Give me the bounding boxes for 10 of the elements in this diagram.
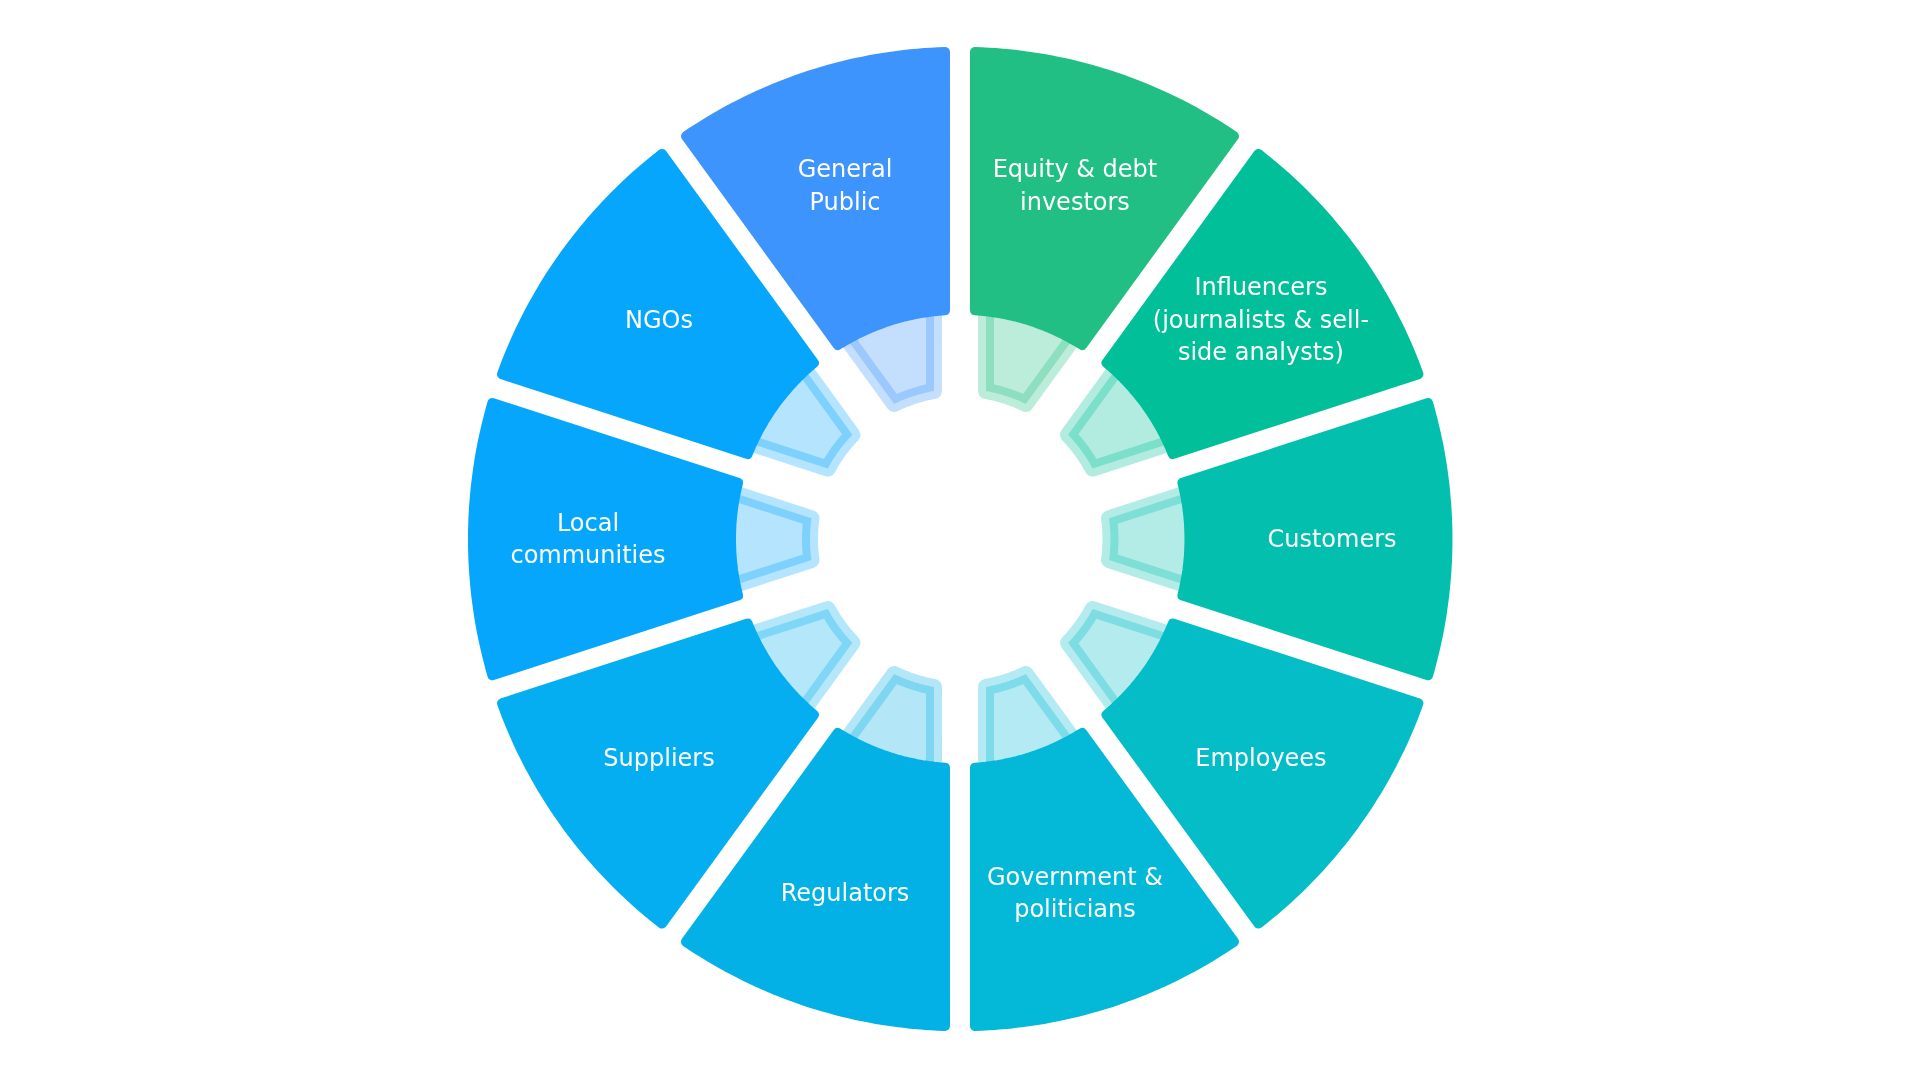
segment-label: Influencers (journalists & sell-side analysts) [1151, 272, 1371, 369]
segment-label: Local communities [509, 507, 667, 571]
segment-label: Employees [1194, 742, 1328, 774]
segment-label: General Public [796, 153, 894, 218]
segment-label: Regulators [779, 877, 911, 909]
segment-label: NGOs [624, 305, 694, 337]
segment-label: Customers [1266, 523, 1398, 555]
segment-label: Government & politicians [985, 861, 1164, 925]
segment-label: Suppliers [602, 742, 716, 774]
segment-label: Equity & debt investors [991, 153, 1159, 218]
